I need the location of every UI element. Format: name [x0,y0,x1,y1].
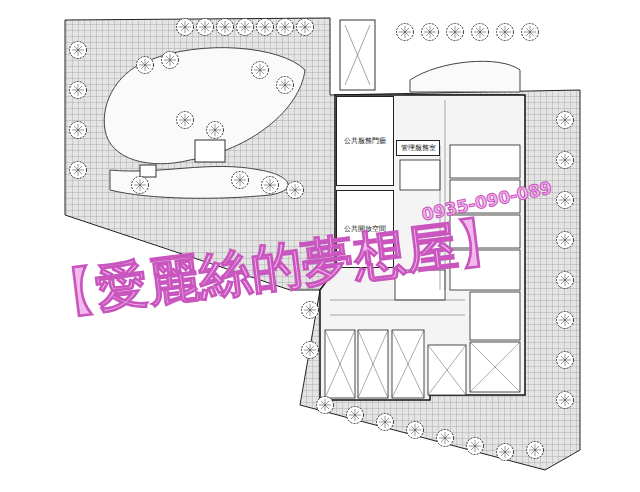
lobby-room: 公共服務門廳 [336,96,394,186]
room-label: 管理服務室 [401,143,436,153]
room-label: 公共服務門廳 [344,136,386,146]
office-room: 管理服務室 [396,140,440,156]
